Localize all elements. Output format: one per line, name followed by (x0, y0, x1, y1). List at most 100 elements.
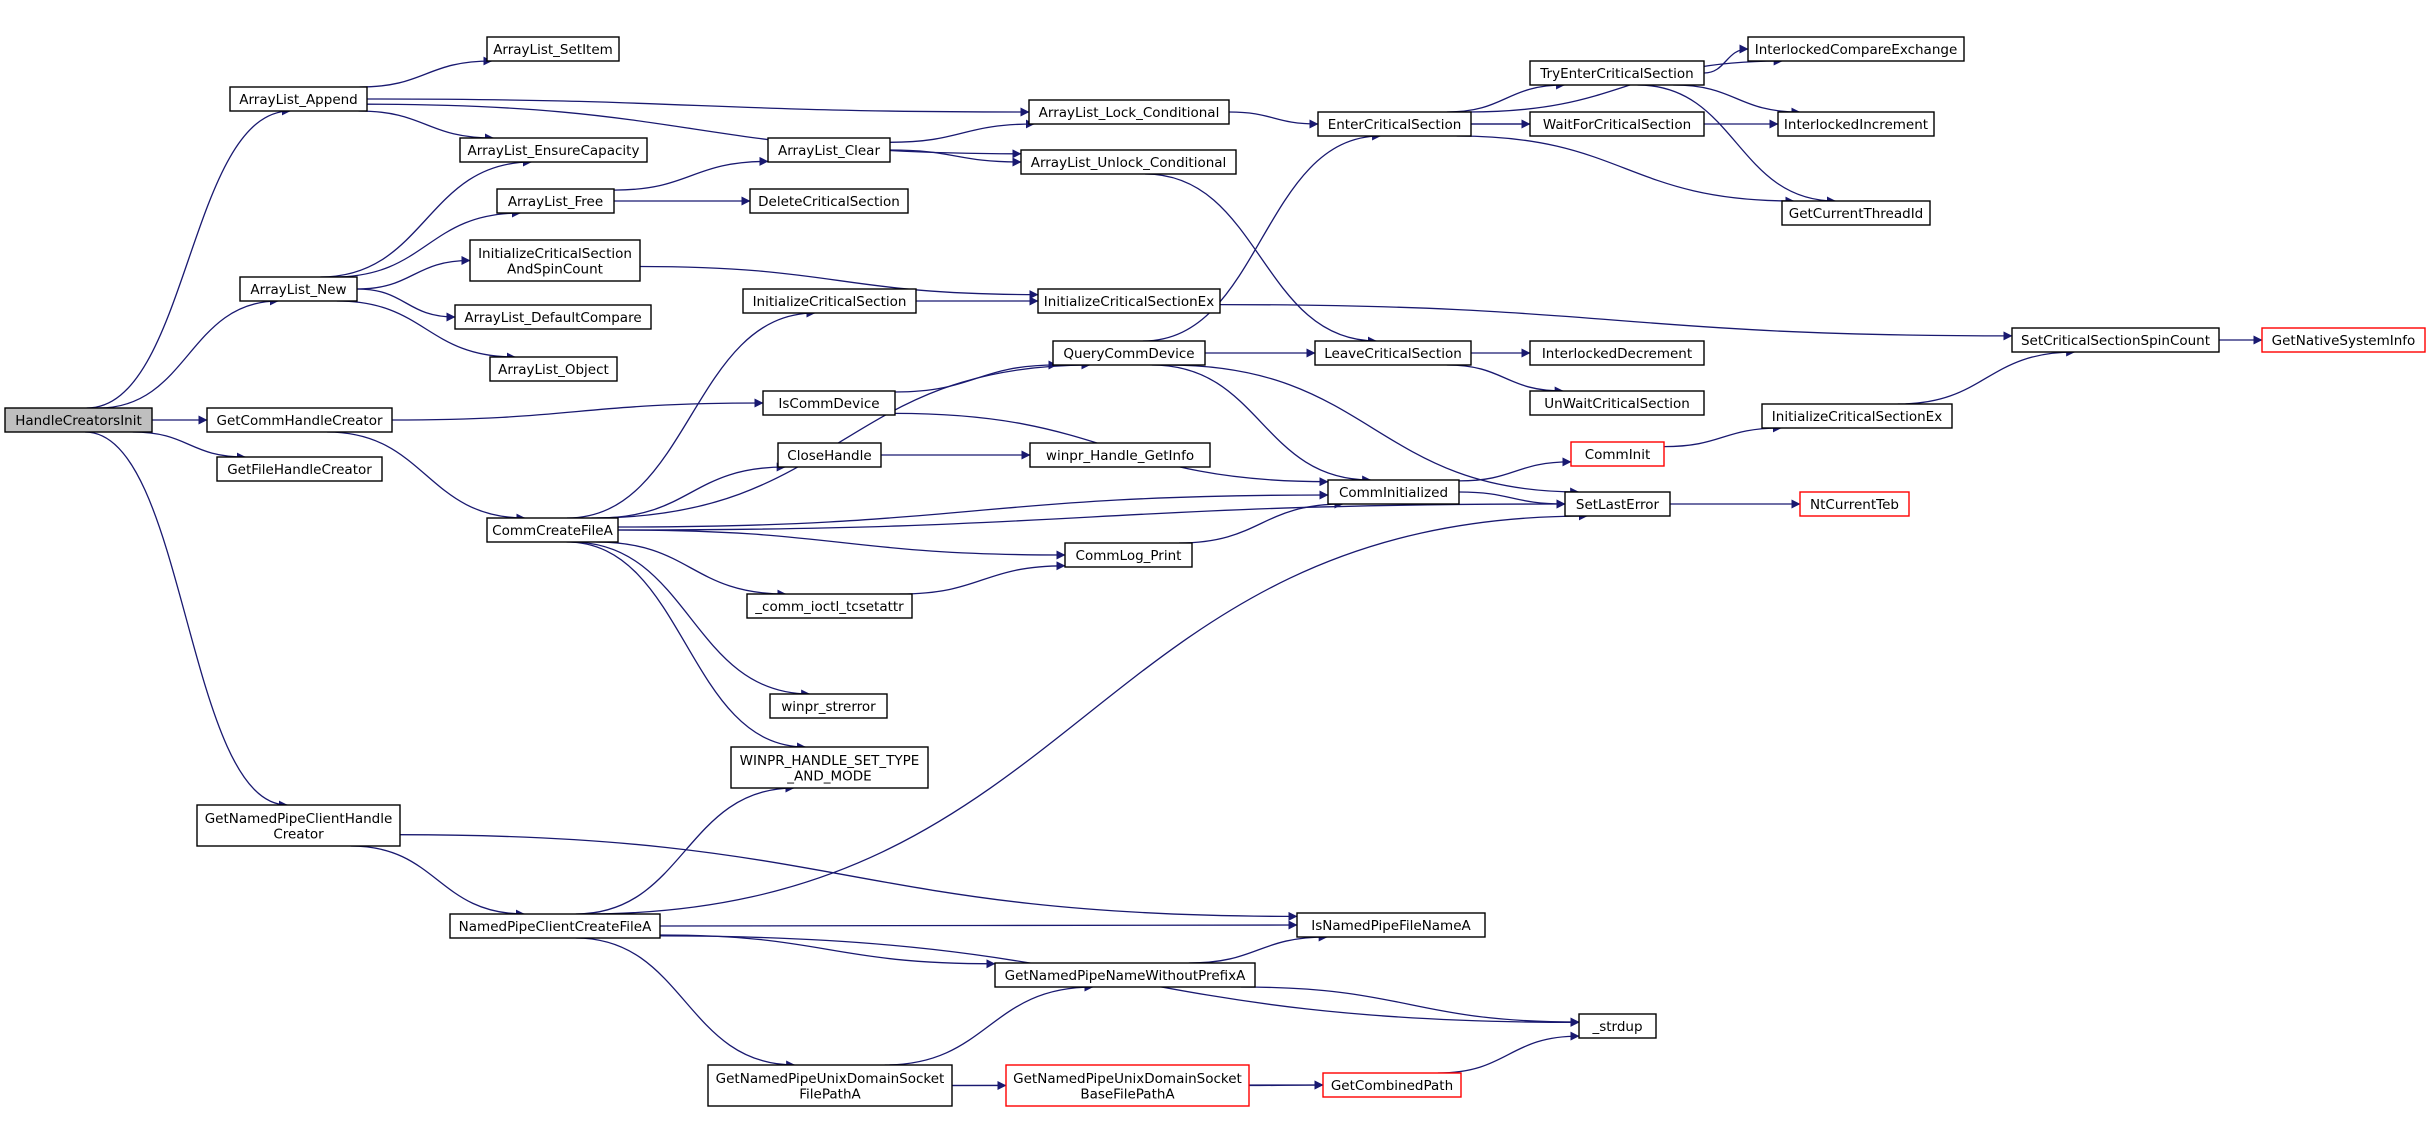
node-getnamedpipeunixdomainsocketbasefilepatha[interactable]: GetNamedPipeUnixDomainSocketBaseFilePath… (1005, 1064, 1250, 1107)
node-comminitialized[interactable]: CommInitialized (1327, 479, 1460, 505)
node-winpr-handle-getinfo[interactable]: winpr_Handle_GetInfo (1029, 442, 1211, 468)
edge-entercriticalsection-to-interlockedcompareexchange (1468, 56, 1783, 113)
node-entercriticalsection[interactable]: EnterCriticalSection (1317, 111, 1472, 137)
node-closehandle[interactable]: CloseHandle (777, 442, 882, 468)
edge-getnamedpipenamewithoutprefixa-to-isnamedpipefilenamea (1188, 932, 1328, 964)
node-commlog-print[interactable]: CommLog_Print (1064, 542, 1193, 568)
node-label: WaitForCriticalSection (1543, 117, 1691, 133)
node-getcurrentthreadid[interactable]: GetCurrentThreadId (1781, 200, 1931, 226)
node-box (469, 239, 641, 282)
node-arraylist-defaultcompare[interactable]: ArrayList_DefaultCompare (454, 304, 652, 330)
node-arraylist-setitem[interactable]: ArrayList_SetItem (486, 36, 620, 62)
node-interlockeddecrement[interactable]: InterlockedDecrement (1529, 340, 1705, 366)
node-arraylist-clear[interactable]: ArrayList_Clear (767, 137, 891, 163)
node-getcombinedpath[interactable]: GetCombinedPath (1322, 1072, 1462, 1098)
node-initializecriticalsection[interactable]: InitializeCriticalSection (742, 288, 917, 314)
node-setcriticalsectionspincount[interactable]: SetCriticalSectionSpinCount (2011, 327, 2220, 353)
node-box (1578, 1013, 1657, 1039)
node-setlasterror[interactable]: SetLastError (1564, 491, 1671, 517)
node-box (1037, 288, 1221, 314)
node-label: _comm_ioctl_tcsetattr (754, 599, 904, 615)
node-label: Creator (273, 826, 324, 842)
node-label: CommLog_Print (1076, 548, 1182, 564)
node-waitforcriticalsection[interactable]: WaitForCriticalSection (1529, 111, 1705, 137)
node-box (1327, 479, 1460, 505)
node-label: InterlockedIncrement (1784, 117, 1928, 133)
node-comminit[interactable]: CommInit (1570, 441, 1665, 467)
node-isnamedpipefilenamea[interactable]: IsNamedPipeFileNameA (1296, 912, 1486, 938)
node-getfilehandlecreator[interactable]: GetFileHandleCreator (216, 456, 383, 482)
node-arraylist-new[interactable]: ArrayList_New (239, 276, 358, 302)
node-querycommdevice[interactable]: QueryCommDevice (1052, 340, 1206, 366)
node-winpr-strerror[interactable]: winpr_strerror (769, 693, 888, 719)
node-winpr-handle-set-type-and-mode[interactable]: WINPR_HANDLE_SET_TYPE_AND_MODE (730, 746, 929, 789)
node-interlockedincrement[interactable]: InterlockedIncrement (1777, 111, 1935, 137)
node-box (1296, 912, 1486, 938)
node-box (454, 304, 652, 330)
node-box (1317, 111, 1472, 137)
node-label: ArrayList_Free (508, 194, 603, 210)
node-unwaitcriticalsection[interactable]: UnWaitCriticalSection (1529, 390, 1705, 416)
edge-querycommdevice-to-entercriticalsection (1142, 131, 1382, 342)
node-label: CommInitialized (1339, 485, 1448, 501)
node-label: FilePathA (799, 1086, 861, 1102)
edge-handlecreatorsinit-to-arraylist-new (98, 296, 279, 409)
node-box (196, 804, 401, 847)
node-tryentercriticalsection[interactable]: TryEnterCriticalSection (1529, 60, 1705, 86)
node-box (767, 137, 891, 163)
node-box (1799, 491, 1910, 517)
node-label: InitializeCriticalSectionEx (1044, 294, 1214, 310)
node-interlockedcompareexchange[interactable]: InterlockedCompareExchange (1747, 36, 1965, 62)
node-box (206, 407, 393, 433)
edge-getcommhandlecreator-to-commcreatefilea (327, 431, 526, 523)
edge-tryentercriticalsection-to-interlockedincrement (1673, 84, 1801, 117)
node-leavecriticalsection[interactable]: LeaveCriticalSection (1314, 340, 1472, 366)
node-strdup[interactable]: _strdup (1578, 1013, 1657, 1039)
node-label: winpr_strerror (781, 699, 876, 715)
edge-querycommdevice-to-setlasterror (1167, 364, 1580, 497)
node-box (777, 442, 882, 468)
node-getcommhandlecreator[interactable]: GetCommHandleCreator (206, 407, 393, 433)
edge-arraylist-clear-to-arraylist-unlock-conditional (889, 149, 1022, 167)
edge-commcreatefilea-to-comminitialized (617, 490, 1329, 528)
node-box (489, 356, 618, 382)
node-initializecriticalsectionex[interactable]: InitializeCriticalSectionEx (1037, 288, 1221, 314)
node-comm-ioctl-tcsetattr[interactable]: _comm_ioctl_tcsetattr (746, 593, 913, 619)
node-label: SetCriticalSectionSpinCount (2021, 333, 2210, 349)
node-namedpipeclientcreatefilea[interactable]: NamedPipeClientCreateFileA (449, 913, 661, 939)
node-arraylist-unlock-conditional[interactable]: ArrayList_Unlock_Conditional (1020, 149, 1237, 175)
node-getnativesysteminfo[interactable]: GetNativeSystemInfo (2261, 327, 2426, 353)
node-label: InitializeCriticalSection (753, 294, 907, 310)
node-arraylist-ensurecapacity[interactable]: ArrayList_EnsureCapacity (459, 137, 648, 163)
node-arraylist-free[interactable]: ArrayList_Free (496, 188, 615, 214)
node-getnamedpipenamewithoutprefixa[interactable]: GetNamedPipeNameWithoutPrefixA (994, 962, 1256, 988)
node-label: _AND_MODE (786, 768, 871, 784)
edge-arraylist-append-to-arraylist-lock-conditional (366, 98, 1030, 117)
node-arraylist-object[interactable]: ArrayList_Object (489, 356, 618, 382)
node-box (4, 407, 153, 433)
node-box (994, 962, 1256, 988)
node-handlecreatorsinit[interactable]: HandleCreatorsInit (4, 407, 153, 433)
node-commcreatefilea[interactable]: CommCreateFileA (486, 517, 619, 543)
node-arraylist-append[interactable]: ArrayList_Append (229, 86, 368, 112)
node-arraylist-lock-conditional[interactable]: ArrayList_Lock_Conditional (1028, 99, 1230, 125)
node-box (1005, 1064, 1250, 1107)
edge-namedpipeclientcreatefilea-to-getnamedpipeunixdomainsocketfilepatha (575, 937, 796, 1070)
node-label: TryEnterCriticalSection (1539, 66, 1693, 82)
node-deletecriticalsection[interactable]: DeleteCriticalSection (749, 188, 909, 214)
edge-querycommdevice-to-comminitialized (1151, 364, 1372, 485)
edge-getcommhandlecreator-to-iscommdevice (391, 398, 764, 421)
node-box (1529, 60, 1705, 86)
node-initializecriticalsectionex2[interactable]: InitializeCriticalSectionEx (1761, 403, 1953, 429)
edge-namedpipeclientcreatefilea-to-isnamedpipefilenamea (659, 920, 1298, 930)
edge-getnamedpipenamewithoutprefixa-to-strdup (1240, 986, 1580, 1027)
node-iscommdevice[interactable]: IsCommDevice (762, 390, 896, 416)
edge-initializecriticalsectionex-to-setcriticalsectionspincount (1219, 303, 2013, 341)
node-label: NamedPipeClientCreateFileA (459, 919, 652, 935)
node-ntcurrentteb[interactable]: NtCurrentTeb (1799, 491, 1910, 517)
node-label: IsCommDevice (778, 396, 879, 412)
edge-namedpipeclientcreatefilea-to-winpr-handle-set-type-and-mode (575, 783, 795, 915)
